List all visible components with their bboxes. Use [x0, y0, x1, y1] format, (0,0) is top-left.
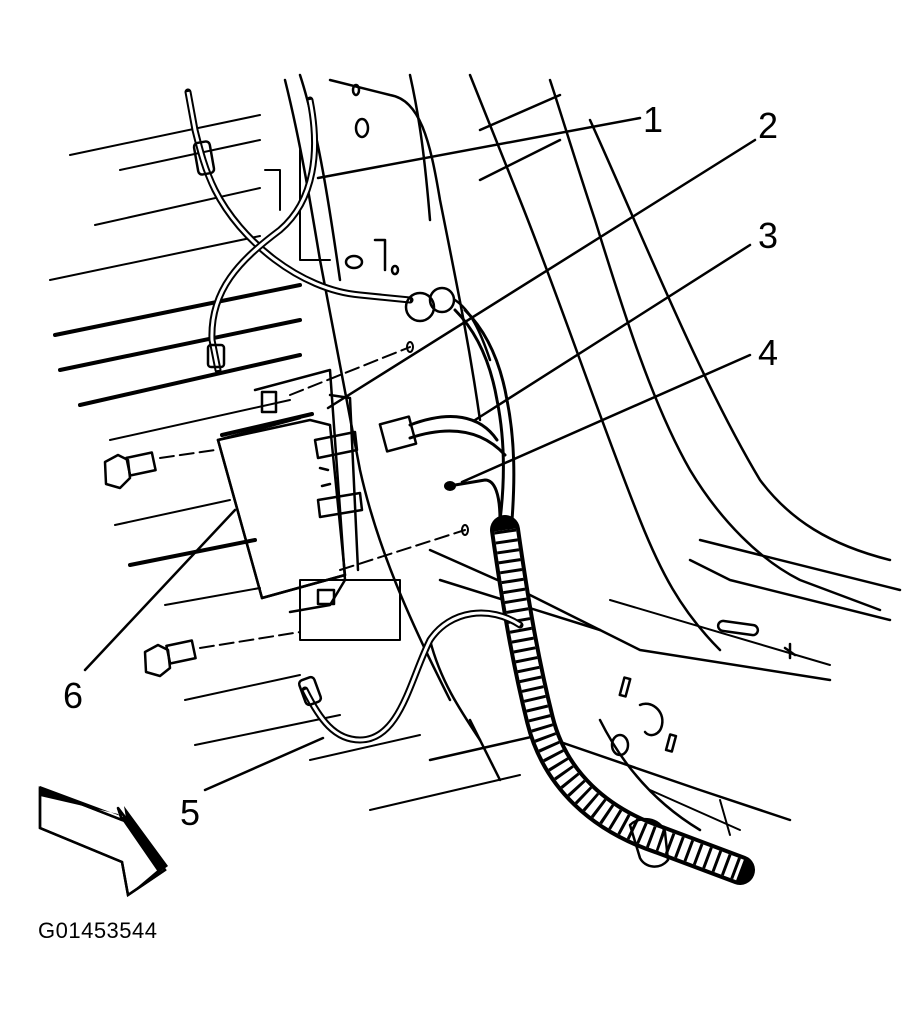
- callout-4: 4: [758, 332, 778, 373]
- body-pillar-structure: [264, 73, 902, 836]
- bolt-upper: [103, 449, 216, 490]
- wiring-harness: [378, 308, 755, 885]
- callout-1: 1: [643, 99, 663, 140]
- callout-3: 3: [758, 215, 778, 256]
- lower-antenna-cable: [297, 609, 524, 744]
- callout-numbers: 1 2 3 4 5 6: [63, 99, 778, 833]
- callout-2: 2: [758, 105, 778, 146]
- callout-5: 5: [180, 792, 200, 833]
- figure-id-label: G01453544: [38, 918, 158, 943]
- callout-leader-lines: [83, 116, 757, 792]
- background-panel-lines: [49, 114, 521, 811]
- antenna-module: [216, 368, 364, 614]
- bolt-lower: [143, 631, 301, 678]
- antenna-cable: [184, 88, 492, 374]
- front-arrow-icon: [38, 786, 168, 898]
- callout-6: 6: [63, 675, 83, 716]
- mounting-bolts: [103, 341, 469, 678]
